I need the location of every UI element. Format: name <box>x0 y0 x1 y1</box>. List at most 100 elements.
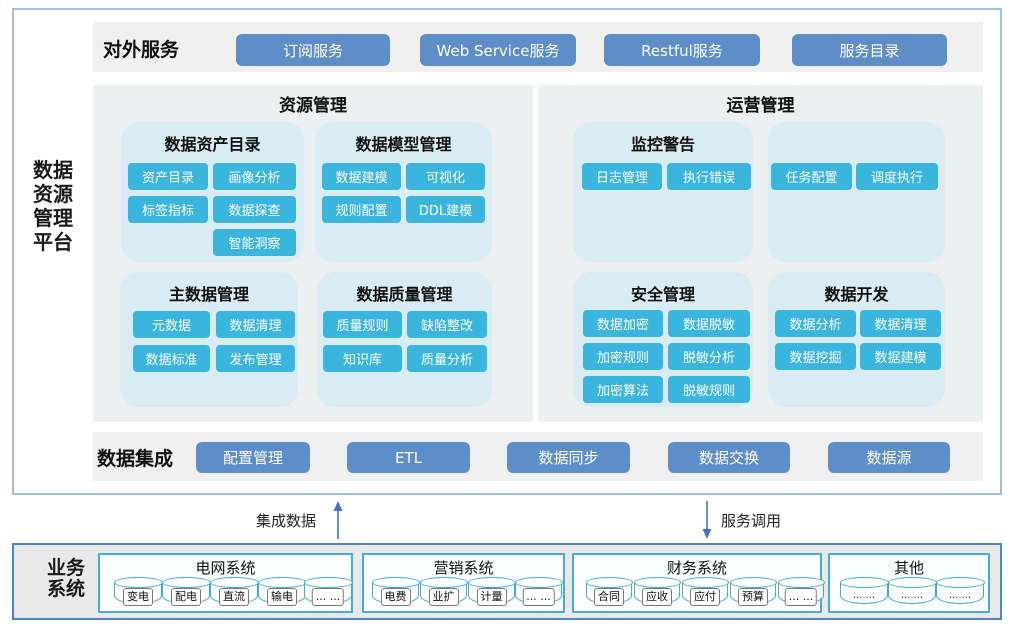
development-title: 数据开发 <box>824 285 889 304</box>
db-cylinder-icon: ... ... <box>514 577 563 606</box>
service-button-webservice: Web Service服务 <box>420 34 576 66</box>
db-cylinder-icon: 预算 <box>729 577 777 606</box>
feature-encrypt-algo: 加密算法 <box>583 376 663 403</box>
model-mgmt-title: 数据模型管理 <box>355 135 452 154</box>
feature-data-cleaning2: 数据清理 <box>860 310 941 337</box>
db-cylinder-icon: 业扩 <box>419 577 468 606</box>
service-button-catalog: 服务目录 <box>792 34 947 66</box>
db-label: 应收 <box>642 588 672 606</box>
db-cylinder-icon: 计量 <box>467 577 516 606</box>
grid-system-title: 电网系统 <box>195 559 256 577</box>
feature-encrypt-rule: 加密规则 <box>583 343 663 370</box>
resource-management-panel: 资源管理 数据资产目录 资产目录 画像分析 标签指标 数据探查 智能洞察 数据模… <box>93 85 533 422</box>
feature-smart-insight: 智能洞察 <box>213 229 296 256</box>
feature-data-modeling2: 数据建模 <box>860 343 941 370</box>
subpanel-development: 数据开发 数据分析 数据清理 数据挖掘 数据建模 <box>768 272 945 407</box>
flow-up-label: 集成数据 <box>256 512 317 530</box>
db-label: ... ... <box>522 588 555 606</box>
feature-visualization: 可视化 <box>406 163 485 190</box>
db-label: 直流 <box>219 588 249 606</box>
db-label: ... ... <box>900 590 924 601</box>
feature-knowledge-base: 知识库 <box>323 345 402 372</box>
master-data-title: 主数据管理 <box>168 285 249 304</box>
feature-data-analysis: 数据分析 <box>775 310 856 337</box>
db-cylinder-icon: ... ... <box>935 577 985 604</box>
group-grid-system: 电网系统 变电 配电 直流 输电 ... ... <box>98 553 353 613</box>
db-label: ... ... <box>948 590 972 601</box>
feature-data-encrypt: 数据加密 <box>583 310 663 337</box>
feature-data-standard: 数据标准 <box>133 345 210 372</box>
feature-rule-config: 规则配置 <box>322 196 401 223</box>
feature-data-mask: 数据脱敏 <box>668 310 750 337</box>
subpanel-monitor: 监控警告 日志管理 执行错误 <box>573 122 753 262</box>
up-arrow-icon <box>333 501 343 539</box>
integration-button-etl: ETL <box>347 442 470 473</box>
feature-quality-rule: 质量规则 <box>323 311 402 338</box>
feature-asset-catalog: 资产目录 <box>128 163 208 190</box>
external-services-label: 对外服务 <box>103 39 180 61</box>
service-button-restful: Restful服务 <box>604 34 760 66</box>
db-label: 电费 <box>380 588 411 606</box>
db-cylinder-icon: 变电 <box>113 577 163 606</box>
feature-quality-analysis: 质量分析 <box>407 345 487 372</box>
db-cylinder-icon: 合同 <box>585 577 633 606</box>
db-cylinder-icon: ... ... <box>303 577 353 606</box>
operations-management-panel: 运营管理 监控警告 日志管理 执行错误 任务配置 调度执行 安全管理 数据加密 … <box>538 85 983 422</box>
subpanel-asset-catalog: 数据资产目录 资产目录 画像分析 标签指标 数据探查 智能洞察 <box>121 122 304 262</box>
db-cylinder-icon: 配电 <box>161 577 211 606</box>
integration-button-source: 数据源 <box>828 442 950 473</box>
feature-log-mgmt: 日志管理 <box>582 163 662 190</box>
db-cylinder-icon: ... ... <box>839 577 889 604</box>
db-cylinder-icon: 直流 <box>209 577 259 606</box>
feature-profile-analysis: 画像分析 <box>213 163 296 190</box>
db-label: 业扩 <box>428 588 459 606</box>
subpanel-schedule: 任务配置 调度执行 <box>768 122 945 262</box>
finance-system-title: 财务系统 <box>666 559 727 577</box>
external-services-band: 对外服务 订阅服务 Web Service服务 Restful服务 服务目录 <box>93 22 983 72</box>
db-cylinder-icon: 应付 <box>681 577 729 606</box>
db-label: 配电 <box>171 588 201 606</box>
data-integration-band: 数据集成 配置管理 ETL 数据同步 数据交换 数据源 <box>93 432 983 481</box>
resource-management-title: 资源管理 <box>279 96 347 116</box>
subpanel-master-data: 主数据管理 元数据 数据清理 数据标准 发布管理 <box>120 272 298 407</box>
group-marketing-system: 营销系统 电费 业扩 计量 ... ... <box>362 553 565 613</box>
feature-data-cleaning: 数据清理 <box>216 311 295 338</box>
business-systems-box: 业务 系统 电网系统 变电 配电 直流 输电 ... ... 营销系统 电费 业… <box>12 543 1002 620</box>
db-label: 预算 <box>738 588 768 606</box>
db-label: 合同 <box>594 588 624 606</box>
feature-tag-metrics: 标签指标 <box>128 196 208 223</box>
feature-metadata: 元数据 <box>133 311 210 338</box>
integration-button-config: 配置管理 <box>196 442 310 473</box>
db-label: ... ... <box>784 588 818 606</box>
asset-catalog-title: 数据资产目录 <box>164 135 261 154</box>
service-button-subscribe: 订阅服务 <box>236 34 390 66</box>
db-cylinder-icon: 电费 <box>371 577 420 606</box>
db-label: 变电 <box>123 588 153 606</box>
group-other-systems: 其他 ... ... ... ... ... ... <box>828 553 990 613</box>
feature-data-modeling: 数据建模 <box>322 163 401 190</box>
security-title: 安全管理 <box>630 285 695 304</box>
feature-data-exploration: 数据探查 <box>213 196 296 223</box>
flow-down-label: 服务调用 <box>721 512 782 530</box>
feature-schedule-exec: 调度执行 <box>856 163 938 190</box>
db-label: 应付 <box>690 588 720 606</box>
platform-title: 数据 资源 管理 平台 <box>33 158 73 254</box>
db-label: ... ... <box>311 588 345 606</box>
db-label: ... ... <box>852 590 876 601</box>
feature-mask-rule: 脱敏规则 <box>668 376 750 403</box>
data-integration-label: 数据集成 <box>97 448 174 470</box>
feature-publish-mgmt: 发布管理 <box>216 345 295 372</box>
feature-defect-fix: 缺陷整改 <box>407 311 487 338</box>
db-cylinder-icon: ... ... <box>887 577 937 604</box>
monitor-title: 监控警告 <box>630 135 695 154</box>
marketing-system-title: 营销系统 <box>433 559 494 577</box>
feature-task-config: 任务配置 <box>771 163 852 190</box>
db-label: 计量 <box>476 588 507 606</box>
down-arrow-icon <box>702 501 712 539</box>
feature-exec-errors: 执行错误 <box>667 163 751 190</box>
db-cylinder-icon: ... ... <box>777 577 825 606</box>
feature-mask-analysis: 脱敏分析 <box>668 343 750 370</box>
integration-button-exchange: 数据交换 <box>668 442 790 473</box>
feature-data-mining: 数据挖掘 <box>775 343 856 370</box>
